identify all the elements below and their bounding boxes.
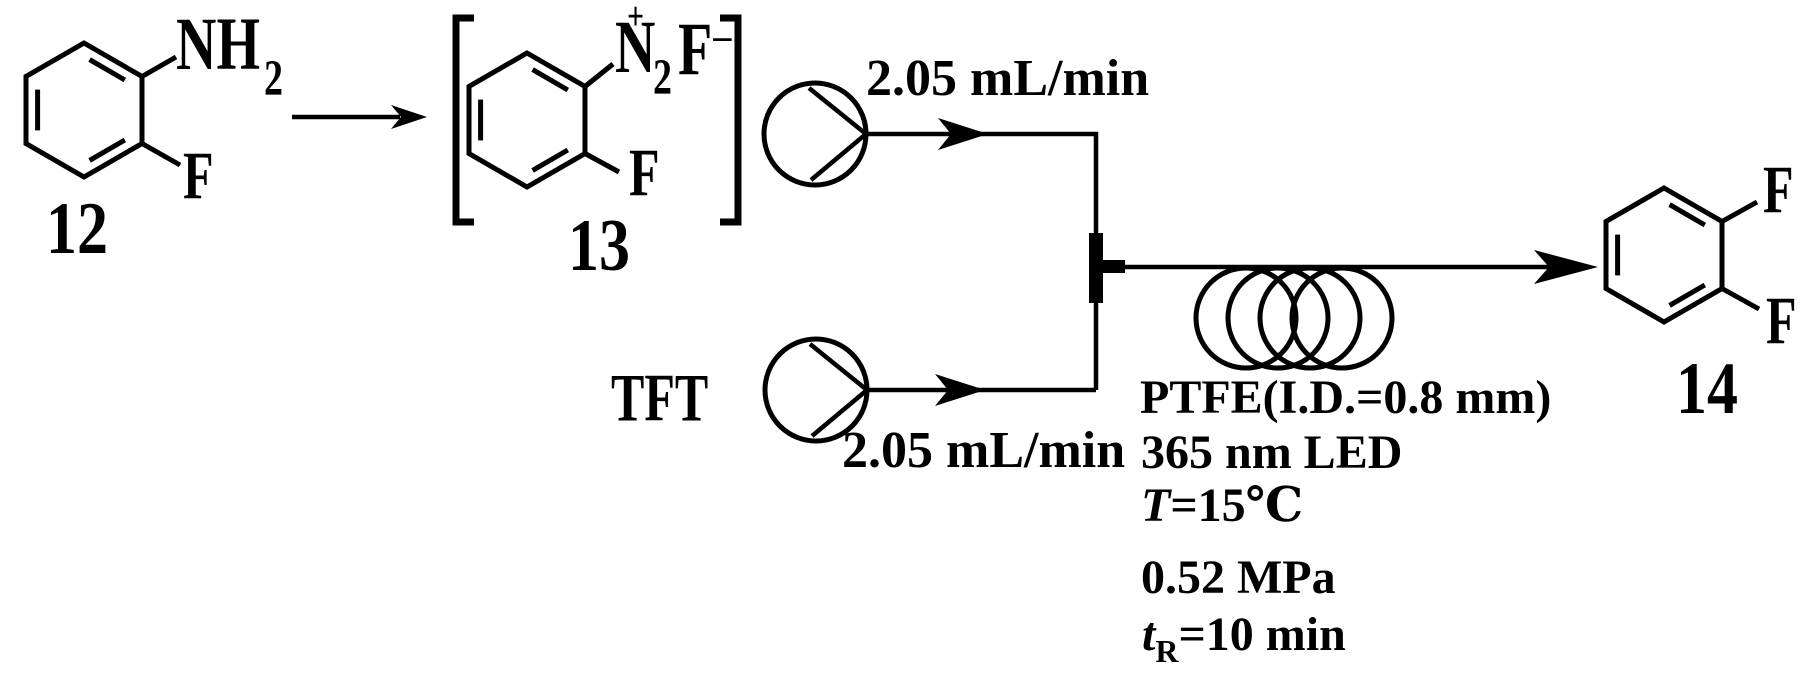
flow-line-output <box>1124 250 1598 284</box>
reaction-arrow-icon <box>292 105 427 129</box>
compound-13-nitrogen-subscript: 2 <box>653 49 672 106</box>
reactor-tubing-label: PTFE(I.D.=0.8 mm) <box>1140 371 1552 424</box>
compound-12-amine-subscript: 2 <box>264 50 283 107</box>
temperature-symbol: T <box>1141 479 1171 532</box>
flow-rate-top: 2.05 mL/min <box>866 50 1150 107</box>
flow-rate-bottom: 2.05 mL/min <box>842 422 1126 479</box>
compound-13-plus-charge: + <box>627 0 645 39</box>
compound-12-number: 12 <box>46 188 108 270</box>
compound-12-amine-label: NH <box>176 2 260 87</box>
compound-13-nitrogen-label: N <box>615 5 656 90</box>
pump-top-icon <box>761 80 870 188</box>
t-mixer-icon <box>1089 233 1125 303</box>
feed-label-tft: TFT <box>611 359 709 436</box>
compound-14-number: 14 <box>1676 348 1738 430</box>
benzene-ring-13 <box>466 50 621 190</box>
compound-14-fluoro-bottom-label: F <box>1766 282 1797 359</box>
reactor-light-label: 365 nm LED <box>1141 426 1403 479</box>
residence-time-symbol: t <box>1142 608 1156 661</box>
benzene-ring-12 <box>23 40 182 180</box>
residence-time-subscript: R <box>1155 633 1179 669</box>
temperature-value: =15℃ <box>1170 479 1304 532</box>
reactor-temperature-label: T=15℃ <box>1141 482 1303 530</box>
residence-time-value: =10 min <box>1178 608 1346 661</box>
flow-line-top <box>866 118 1099 390</box>
compound-14-fluoro-top-label: F <box>1763 151 1794 228</box>
bracket-right-icon <box>720 14 742 226</box>
coil-reactor-icon <box>1193 265 1395 371</box>
compound-13-counterion-label: F <box>678 7 713 92</box>
bracket-left-icon <box>452 14 474 226</box>
flow-line-bottom <box>867 374 1096 406</box>
benzene-ring-14 <box>1603 185 1761 325</box>
compound-13-fluoro-label: F <box>629 134 660 211</box>
reactor-pressure-label: 0.52 MPa <box>1141 551 1336 604</box>
compound-13-number: 13 <box>568 205 630 287</box>
compound-13-minus-charge: − <box>711 17 734 62</box>
compound-12-fluoro-label: F <box>183 137 214 214</box>
reactor-residence-time-label: tR=10 min <box>1142 608 1346 669</box>
